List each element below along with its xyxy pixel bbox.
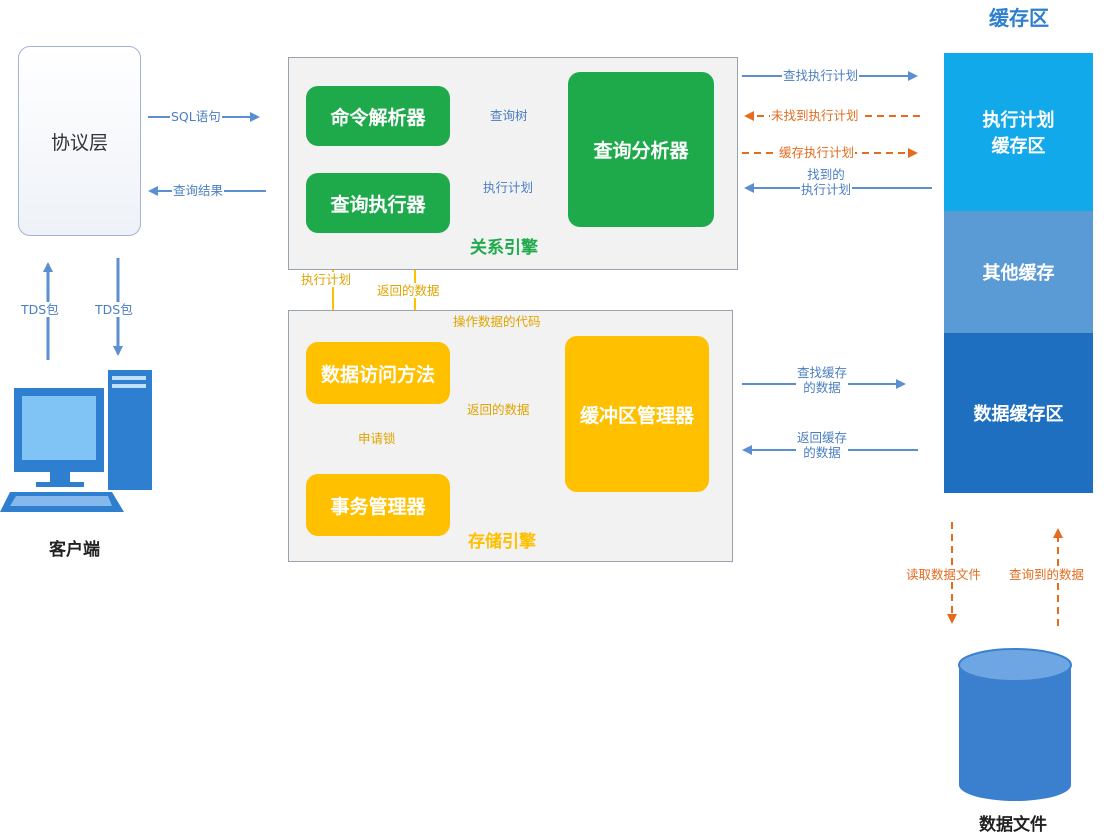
command-parser-box: 命令解析器 (306, 86, 450, 146)
not-found-label: 未找到执行计划 (770, 108, 860, 123)
found-plan-label: 找到的 执行计划 (800, 167, 853, 197)
find-plan-label: 查找执行计划 (782, 68, 860, 83)
data-cache-segment: 数据缓存区 (944, 333, 1093, 493)
other-cache-segment: 其他缓存 (944, 211, 1093, 333)
request-lock-label: 申请锁 (357, 431, 397, 446)
client-label: 客户端 (49, 540, 100, 560)
tds-up-label: TDS包 (20, 302, 60, 317)
exec-plan-label: 执行计划 (482, 180, 535, 195)
query-analyzer-box: 查询分析器 (568, 72, 714, 227)
exec-plan-down-label: 执行计划 (300, 272, 353, 287)
data-file-label: 数据文件 (979, 815, 1047, 835)
tds-down-label: TDS包 (94, 302, 134, 317)
read-file-label: 读取数据文件 (905, 567, 983, 582)
transaction-manager-box: 事务管理器 (306, 474, 450, 536)
cache-area: 执行计划 缓存区 其他缓存 数据缓存区 (944, 53, 1093, 493)
storage-engine-title: 存储引擎 (468, 532, 536, 552)
relational-engine-title: 关系引擎 (470, 238, 538, 258)
query-tree-label: 查询树 (489, 108, 529, 123)
cache-area-title: 缓存区 (989, 6, 1049, 30)
buffer-manager-box: 缓冲区管理器 (565, 336, 709, 492)
computer-icon (0, 370, 152, 512)
data-access-box: 数据访问方法 (306, 342, 450, 404)
sql-statement-label: SQL语句 (170, 109, 222, 124)
database-cylinder-icon (958, 648, 1072, 801)
queried-data-label: 查询到的数据 (1008, 567, 1086, 582)
query-executor-box: 查询执行器 (306, 173, 450, 233)
return-data-label: 返回的数据 (466, 402, 531, 417)
return-data-up-label: 返回的数据 (376, 283, 441, 298)
find-cache-label: 查找缓存 的数据 (796, 365, 849, 395)
plan-cache-segment: 执行计划 缓存区 (944, 53, 1093, 211)
protocol-layer-box: 协议层 (18, 46, 141, 236)
query-result-label: 查询结果 (172, 183, 225, 198)
cache-plan-label: 缓存执行计划 (778, 145, 856, 160)
return-cache-label: 返回缓存 的数据 (796, 430, 849, 460)
op-code-label: 操作数据的代码 (452, 314, 542, 329)
